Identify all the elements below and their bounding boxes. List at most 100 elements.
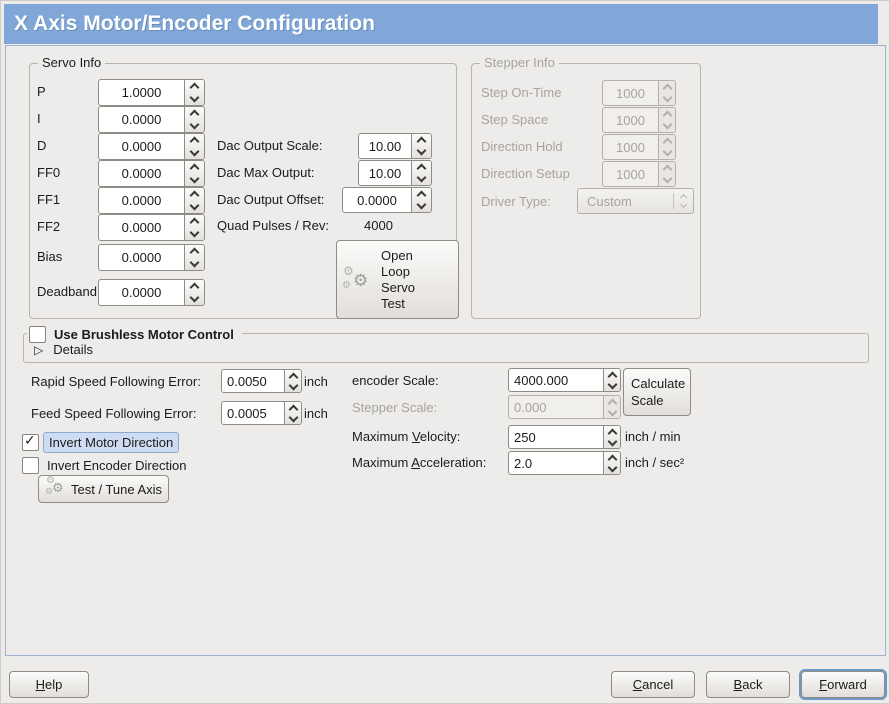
- servo-param-label: FF0: [37, 165, 61, 180]
- spin-down-button[interactable]: [185, 257, 204, 271]
- i-value[interactable]: 0.0000: [121, 112, 162, 127]
- spin-up-button[interactable]: [412, 161, 431, 174]
- spin-up-button[interactable]: [412, 134, 431, 147]
- invert-encoder-direction-row[interactable]: ✓ Invert Encoder Direction: [22, 457, 186, 474]
- ff0-spinbox[interactable]: 0.0000: [98, 160, 205, 187]
- maximum-velocity-label: Maximum Velocity:: [352, 429, 461, 444]
- ff2-spinbox[interactable]: 0.0000: [98, 214, 205, 241]
- maximum-velocity-spinbox[interactable]: 250: [508, 425, 621, 449]
- d-spinbox[interactable]: 0.0000: [98, 133, 205, 160]
- use-brushless-checkbox-row[interactable]: ✓ Use Brushless Motor Control: [27, 324, 242, 345]
- forward-button[interactable]: Forward: [801, 671, 885, 698]
- bias-value[interactable]: 0.0000: [121, 250, 162, 265]
- deadband-spinbox[interactable]: 0.0000: [98, 279, 205, 306]
- dac-max-output-spinbox[interactable]: 10.00: [358, 160, 432, 186]
- maximum-acceleration-value[interactable]: 2.0: [514, 455, 533, 471]
- dac-output-scale-label: Dac Output Scale:: [217, 138, 323, 153]
- spin-down-button[interactable]: [185, 92, 204, 106]
- spin-up-button[interactable]: [412, 188, 431, 201]
- spin-down-button[interactable]: [412, 199, 431, 212]
- spin-down-button[interactable]: [185, 292, 204, 306]
- chevron-up-icon: [189, 82, 200, 93]
- spin-down-button[interactable]: [604, 462, 620, 474]
- dac-output-scale-value[interactable]: 10.00: [368, 138, 402, 154]
- combo-arrows-icon: [674, 193, 693, 209]
- rapid-following-error-spinbox[interactable]: 0.0050: [221, 369, 302, 393]
- rapid-following-error-label: Rapid Speed Following Error:: [31, 374, 201, 389]
- open-loop-servo-test-label: Open Loop Servo Test: [381, 247, 415, 311]
- feed-following-error-label: Feed Speed Following Error:: [31, 406, 197, 421]
- driver-type-label: Driver Type:: [481, 194, 551, 209]
- spin-up-button[interactable]: [185, 107, 204, 120]
- spin-up-button[interactable]: [185, 215, 204, 228]
- details-expander[interactable]: ▷ Details: [34, 342, 93, 357]
- deadband-value[interactable]: 0.0000: [121, 285, 162, 300]
- rapid-following-error-value[interactable]: 0.0050: [227, 373, 267, 389]
- spin-down-button[interactable]: [185, 173, 204, 187]
- spin-down-button[interactable]: [604, 379, 620, 391]
- ff1-value[interactable]: 0.0000: [121, 193, 162, 208]
- chevron-down-icon: [189, 257, 200, 268]
- encoder-scale-spinbox[interactable]: 4000.000: [508, 368, 621, 392]
- bias-spinbox[interactable]: 0.0000: [98, 244, 205, 271]
- spin-down-button[interactable]: [412, 172, 431, 185]
- d-value[interactable]: 0.0000: [121, 139, 162, 154]
- dac-output-offset-value[interactable]: 0.0000: [357, 192, 397, 208]
- dac-output-offset-label: Dac Output Offset:: [217, 192, 325, 207]
- spin-down-button[interactable]: [185, 146, 204, 160]
- feed-following-error-spinbox[interactable]: 0.0005: [221, 401, 302, 425]
- feed-following-error-value[interactable]: 0.0005: [227, 405, 267, 421]
- ff1-spinbox[interactable]: 0.0000: [98, 187, 205, 214]
- spin-down-button: [659, 119, 675, 132]
- open-loop-servo-test-button[interactable]: ⚙ ⚙ ⚙ Open Loop Servo Test: [336, 240, 459, 319]
- invert-motor-direction-row[interactable]: ✓ Invert Motor Direction: [22, 432, 180, 453]
- spin-up-button[interactable]: [185, 188, 204, 201]
- p-value[interactable]: 1.0000: [121, 85, 162, 100]
- chevron-down-icon: [662, 173, 672, 184]
- help-button[interactable]: Help: [9, 671, 89, 698]
- ff2-value[interactable]: 0.0000: [121, 220, 162, 235]
- i-spinbox[interactable]: 0.0000: [98, 106, 205, 133]
- test-tune-axis-label: Test / Tune Axis: [71, 481, 163, 497]
- servo-param-label: D: [37, 138, 47, 153]
- invert-encoder-direction-checkbox[interactable]: ✓: [22, 457, 39, 474]
- invert-motor-direction-checkbox[interactable]: ✓: [22, 432, 39, 451]
- spin-up-button[interactable]: [185, 280, 204, 293]
- dac-output-offset-spinbox[interactable]: 0.0000: [342, 187, 432, 213]
- maximum-velocity-unit: inch / min: [625, 429, 681, 444]
- p-spinbox[interactable]: 1.0000: [98, 79, 205, 106]
- spin-down-button[interactable]: [185, 200, 204, 214]
- content-panel: [5, 45, 886, 656]
- spin-down-button[interactable]: [604, 436, 620, 448]
- dac-max-output-value[interactable]: 10.00: [368, 165, 402, 181]
- back-button[interactable]: Back: [706, 671, 790, 698]
- use-brushless-label: Use Brushless Motor Control: [54, 327, 234, 342]
- spin-up-button[interactable]: [185, 161, 204, 174]
- maximum-velocity-value[interactable]: 250: [514, 429, 536, 445]
- spin-down-button[interactable]: [185, 119, 204, 133]
- spin-down-button[interactable]: [185, 227, 204, 241]
- expander-triangle-icon: ▷: [34, 342, 44, 357]
- test-tune-axis-button[interactable]: ⚙ ⚙ ⚙ Test / Tune Axis: [38, 475, 169, 503]
- spin-down-button[interactable]: [412, 145, 431, 158]
- servo-param-label: I: [37, 111, 41, 126]
- encoder-scale-value[interactable]: 4000.000: [514, 372, 569, 388]
- chevron-down-icon: [416, 199, 427, 210]
- cancel-button[interactable]: Cancel: [611, 671, 695, 698]
- spin-down-button[interactable]: [285, 412, 301, 424]
- stepper-scale-spinbox: 0.000: [508, 395, 621, 419]
- encoder-scale-label: encoder Scale:: [352, 373, 439, 388]
- ff0-value[interactable]: 0.0000: [121, 166, 162, 181]
- spin-up-button[interactable]: [185, 80, 204, 93]
- checkmark-icon: ✓: [24, 432, 36, 448]
- maximum-acceleration-spinbox[interactable]: 2.0: [508, 451, 621, 475]
- dac-output-scale-spinbox[interactable]: 10.00: [358, 133, 432, 159]
- use-brushless-checkbox[interactable]: ✓: [29, 326, 46, 343]
- calculate-scale-button[interactable]: Calculate Scale: [623, 368, 691, 416]
- chevron-up-icon: [189, 136, 200, 147]
- chevron-down-icon: [189, 146, 200, 157]
- spin-down-button[interactable]: [285, 380, 301, 392]
- spin-up-button[interactable]: [185, 245, 204, 258]
- spin-up-button[interactable]: [185, 134, 204, 147]
